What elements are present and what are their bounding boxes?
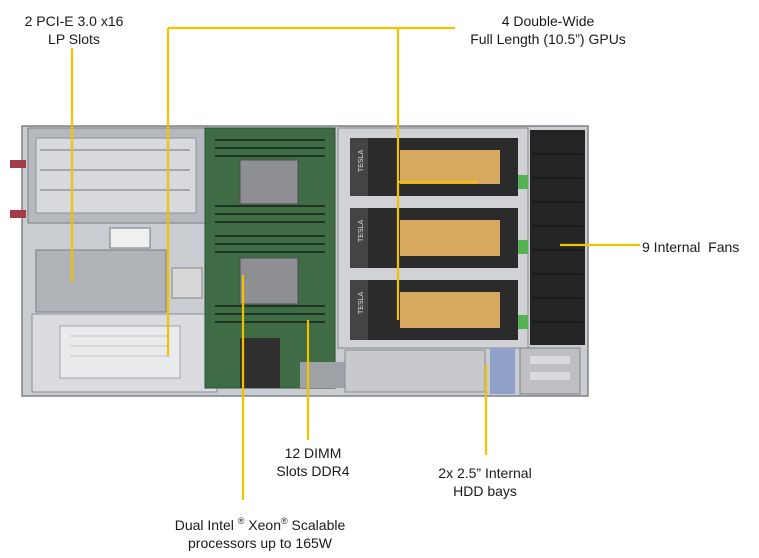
gpu-card-2 bbox=[350, 208, 518, 268]
cpu-heatsink-2 bbox=[239, 257, 299, 305]
chassis-handle-bottom bbox=[10, 210, 26, 218]
gpu-badge-1: TESLA bbox=[358, 149, 365, 172]
cpu-heatsink-1 bbox=[239, 159, 299, 205]
label-hdd-bays: 2x 2.5” Internal HDD bays bbox=[420, 464, 550, 500]
label-pcie-slots: 2 PCI-E 3.0 x16 LP Slots bbox=[14, 12, 134, 48]
label-pcie-line2: LP Slots bbox=[48, 31, 100, 47]
label-dimm-line1: 12 DIMM bbox=[284, 445, 342, 461]
label-hdd-line2: HDD bays bbox=[453, 483, 517, 499]
label-cpu: Dual Intel ® Xeon® Scalable processors u… bbox=[150, 512, 370, 552]
label-cpu-line2: processors up to 165W bbox=[188, 535, 332, 551]
label-dimm: 12 DIMM Slots DDR4 bbox=[268, 444, 358, 480]
label-gpus-line2: Full Length (10.5”) GPUs bbox=[470, 31, 626, 47]
label-pcie-line1: 2 PCI-E 3.0 x16 bbox=[24, 13, 124, 29]
chassis-handle-top bbox=[10, 160, 26, 168]
gpu-card-3 bbox=[350, 280, 518, 340]
fan-bank bbox=[530, 130, 585, 345]
gpu-card-1 bbox=[350, 138, 518, 196]
pcie-slot-bay bbox=[35, 249, 167, 313]
callout-lines bbox=[70, 26, 640, 500]
gpu-badge-3: TESLA bbox=[358, 291, 365, 314]
label-fans-line1: 9 Internal Fans bbox=[642, 239, 740, 255]
label-gpus: 4 Double-Wide Full Length (10.5”) GPUs bbox=[448, 12, 648, 48]
gpu-badge-2: TESLA bbox=[358, 219, 365, 242]
label-fans: 9 Internal Fans bbox=[642, 238, 759, 256]
label-dimm-line2: Slots DDR4 bbox=[276, 463, 350, 479]
label-gpus-line1: 4 Double-Wide bbox=[501, 13, 595, 29]
dimm-slots bbox=[215, 139, 325, 323]
label-cpu-line1: Dual Intel ® Xeon® Scalable bbox=[174, 516, 346, 533]
label-hdd-line1: 2x 2.5” Internal bbox=[438, 465, 532, 481]
hdd-bays bbox=[519, 347, 581, 395]
